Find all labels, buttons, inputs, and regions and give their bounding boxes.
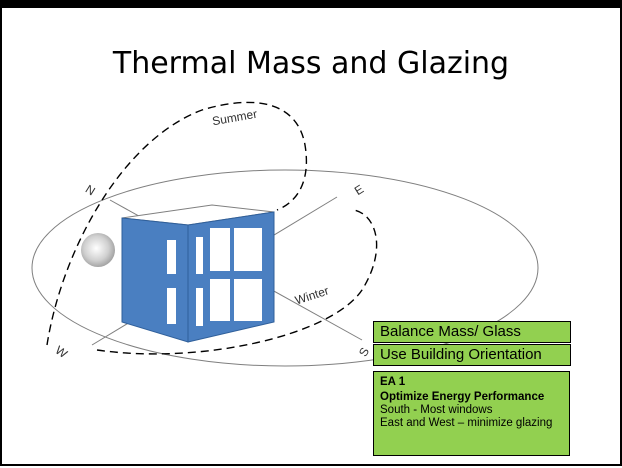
winter-sun-path — [96, 209, 378, 355]
credit-east-west-line: East and West – minimize glazing — [380, 417, 553, 429]
credit-south-line: South - Most windows — [380, 404, 493, 416]
horizon-ellipse — [31, 169, 539, 367]
sun-icon — [81, 233, 115, 267]
credit-name: Optimize Energy Performance — [380, 391, 545, 403]
compass-north-label: N — [83, 182, 98, 198]
slide-top-bar — [2, 0, 620, 8]
balance-mass-glass-label: Balance Mass/ Glass — [380, 323, 521, 340]
building-icon — [121, 204, 275, 343]
summer-sun-path — [46, 101, 308, 346]
building-orientation-box: Use Building Orientation — [373, 344, 571, 366]
credit-code: EA 1 — [380, 376, 406, 388]
compass-east-label: E — [352, 182, 366, 198]
building-orientation-label: Use Building Orientation — [380, 346, 542, 363]
compass-south-label: S — [356, 345, 372, 359]
balance-mass-glass-box: Balance Mass/ Glass — [373, 321, 571, 343]
compass-west-label: W — [53, 343, 71, 361]
credit-detail-box: EA 1 Optimize Energy Performance South -… — [373, 371, 570, 456]
summer-label: Summer — [211, 107, 258, 129]
winter-label: Winter — [293, 283, 330, 307]
slide-title: Thermal Mass and Glazing — [112, 46, 510, 81]
